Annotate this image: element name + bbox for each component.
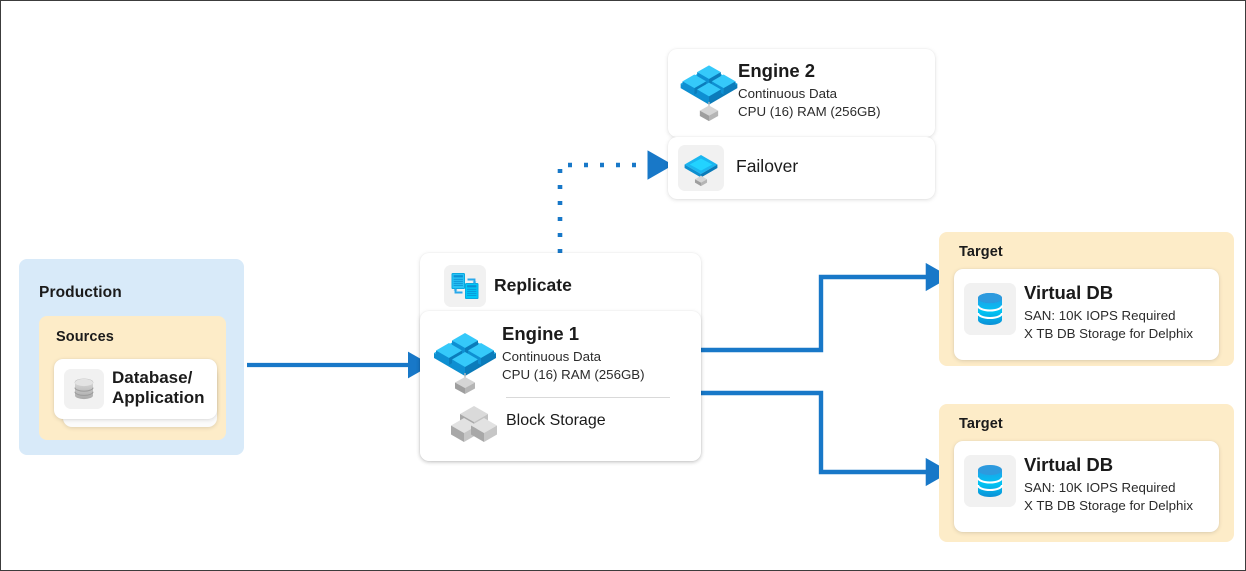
connector-replicate-to-failover	[557, 150, 674, 253]
engine2-line1: Continuous Data	[738, 86, 838, 102]
engine1-card[interactable]: Engine 1 Continuous Data CPU (16) RAM (2…	[420, 311, 701, 461]
engine1-line1: Continuous Data	[502, 349, 602, 365]
engine-cluster-icon	[430, 325, 500, 395]
replicate-sync-icon	[444, 265, 486, 307]
engine2-title: Engine 2	[738, 60, 816, 81]
engine2-line2: CPU (16) RAM (256GB)	[738, 104, 881, 120]
failover-platform-icon	[678, 145, 724, 191]
engine-cluster-icon	[677, 58, 741, 122]
target-1-card[interactable]: Virtual DB SAN: 10K IOPS Required X TB D…	[954, 269, 1219, 360]
engine1-title: Engine 1	[502, 323, 580, 344]
target-2-card[interactable]: Virtual DB SAN: 10K IOPS Required X TB D…	[954, 441, 1219, 532]
target-1-card-title: Virtual DB	[1024, 282, 1114, 303]
block-storage-label: Block Storage	[506, 412, 606, 429]
database-cylinder-icon	[64, 369, 104, 409]
engine2-card[interactable]: Engine 2 Continuous Data CPU (16) RAM (2…	[668, 49, 935, 137]
virtual-db-cylinder-icon	[964, 283, 1016, 335]
virtual-db-cylinder-icon	[964, 455, 1016, 507]
target-2-card-line1: SAN: 10K IOPS Required	[1024, 480, 1176, 496]
target-2-title: Target	[959, 416, 1003, 432]
source-card-title-line1: Database/	[112, 368, 193, 387]
engine1-divider	[506, 397, 670, 398]
sources-title: Sources	[56, 329, 114, 345]
production-title: Production	[39, 284, 122, 301]
failover-card[interactable]: Failover	[668, 137, 935, 199]
replicate-label: Replicate	[494, 275, 572, 295]
failover-label: Failover	[736, 156, 799, 176]
connector-engine1-to-target-1	[701, 262, 951, 353]
source-card-title-line2: Application	[112, 387, 205, 407]
engine1-line2: CPU (16) RAM (256GB)	[502, 367, 645, 383]
connector-engine1-to-target-2	[701, 390, 951, 487]
target-1-title: Target	[959, 244, 1003, 260]
source-card-database-application[interactable]: Database/ Application	[54, 359, 217, 419]
target-2-card-title: Virtual DB	[1024, 454, 1114, 475]
target-2-card-line2: X TB DB Storage for Delphix	[1024, 498, 1193, 514]
target-1-card-line2: X TB DB Storage for Delphix	[1024, 326, 1193, 342]
block-storage-cubes-icon	[450, 404, 498, 450]
target-1-card-line1: SAN: 10K IOPS Required	[1024, 308, 1176, 324]
